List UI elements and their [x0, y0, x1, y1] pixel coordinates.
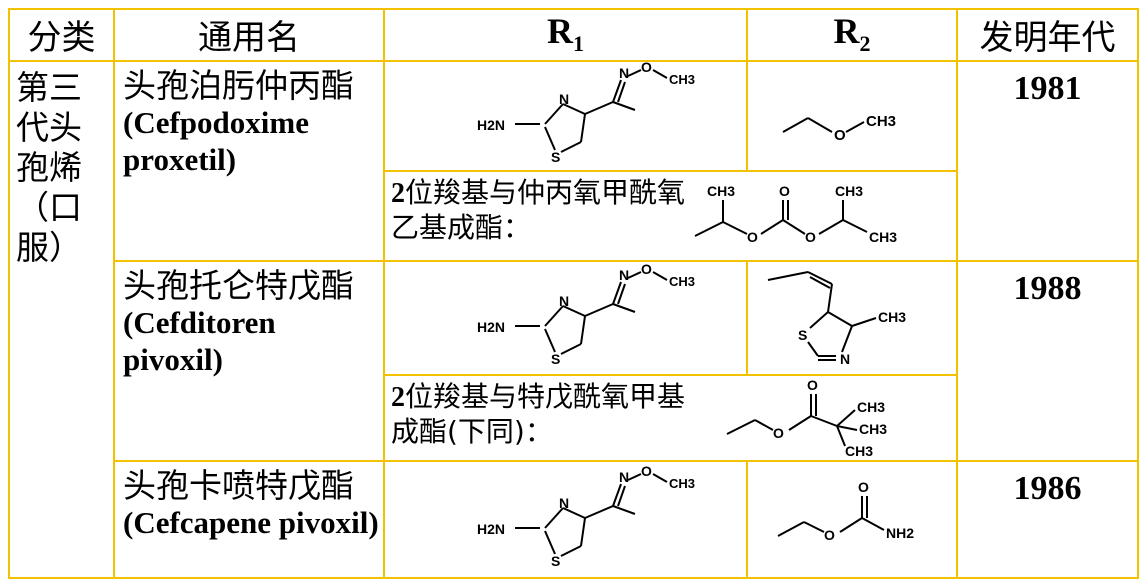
ester-note: 2位羧基与仲丙氧甲酰氧乙基成酯： [391, 176, 686, 245]
r2-n: N [840, 351, 850, 367]
r1-structure-cell: H2N N S N O CH3 [383, 259, 748, 377]
r1-h2n: H2N [477, 117, 505, 133]
r2-ch3: CH3 [878, 309, 906, 325]
r2-o-top: O [858, 479, 869, 495]
header-generic-name: 通用名 [113, 8, 385, 62]
category-cell: 第三代头孢烯（口服） [8, 60, 115, 579]
ester-note-cell: 2位羧基与仲丙氧甲酰氧乙基成酯： CH3 [383, 170, 958, 262]
r1-n-top: N [619, 267, 629, 283]
r1-ch3: CH3 [669, 72, 695, 87]
ester-o-top: O [807, 377, 818, 393]
name-en: (Cefditoren pivoxil) [123, 304, 276, 377]
ester-ch3-c: CH3 [869, 229, 897, 245]
ester-o-l: O [747, 229, 758, 245]
r1-ch3: CH3 [669, 476, 695, 491]
methoxyethyl-structure: O CH3 [782, 113, 896, 144]
generic-name-cell: 头孢托仑特戊酯(Cefditoren pivoxil) [113, 259, 385, 462]
year-cell: 1981 [956, 60, 1139, 262]
ester-note-cell: 2位羧基与特戊酰氧甲基成酯(下同)： O O [383, 374, 958, 462]
header-r2: R2 [746, 8, 958, 62]
table-row: 2位羧基与特戊酰氧甲基成酯(下同)： O O [9, 374, 1138, 462]
r1-h2n: H2N [477, 319, 505, 335]
proxetil-ester-structure: CH3 O CH3 O O CH3 [694, 183, 897, 245]
table-row: 头孢托仑特戊酯(Cefditoren pivoxil) [9, 259, 1139, 462]
r2-structure-cell: O O NH2 [746, 459, 958, 580]
table-row: 2位羧基与仲丙氧甲酰氧乙基成酯： CH3 [9, 170, 1138, 262]
ester-ch3-b: CH3 [835, 183, 863, 199]
r1-s: S [551, 553, 560, 569]
r2-o: O [834, 127, 846, 144]
r1-n-ring: N [559, 293, 569, 309]
r1-s: S [551, 351, 560, 367]
ester-o-top: O [779, 183, 790, 199]
header-category: 分类 [8, 8, 115, 62]
name-cn: 头孢卡喷特戊酯 [123, 465, 354, 505]
ester-note: 2位羧基与特戊酰氧甲基成酯(下同)： [391, 380, 686, 449]
r2-o: O [824, 527, 835, 543]
year-cell: 1988 [956, 259, 1139, 462]
aminothiazole-oxime-structure: H2N N S N O CH3 [477, 262, 695, 367]
aminothiazole-oxime-structure: H2N N S N O CH3 [477, 463, 695, 569]
r2-structure-cell: O CH3 [746, 59, 958, 173]
r1-o: O [641, 62, 652, 75]
name-en: (Cefcapene pivoxil) [123, 504, 379, 540]
carbamoyloxymethyl-structure: O O NH2 [777, 479, 914, 543]
r1-n-ring: N [559, 495, 569, 511]
name-cn: 头孢泊肟仲丙酯 [123, 66, 354, 105]
ester-o-r: O [805, 229, 816, 245]
table-row: 头孢卡喷特戊酯(Cefcapene pivoxil) [9, 459, 1139, 580]
pivoxil-ester-structure: O O CH3 CH3 CH3 [726, 377, 887, 458]
name-en: (Cefpodoxime proxetil) [123, 105, 309, 177]
year-cell: 1986 [956, 459, 1139, 580]
header-row: 分类 通用名 R1 R2 发明年代 [8, 8, 1139, 62]
cephalosporin-table: 分类 通用名 R1 R2 发明年代 第三代头孢烯（口服） 头孢泊肟仲丙酯 (Ce… [8, 8, 1139, 580]
r1-n-top: N [619, 65, 629, 81]
table-row: 第三代头孢烯（口服） 头孢泊肟仲丙酯 (Cefpodoxime proxetil… [8, 59, 1139, 579]
r1-o: O [641, 262, 652, 277]
name-cn: 头孢托仑特戊酯 [123, 265, 354, 305]
r1-s: S [551, 149, 560, 165]
r1-ch3: CH3 [669, 274, 695, 289]
ester-ch3-a: CH3 [707, 183, 735, 199]
ester-ch3-a: CH3 [857, 399, 885, 415]
ester-ch3-b: CH3 [859, 421, 887, 437]
methylthiazolyl-vinyl-structure: S CH3 N [767, 270, 906, 367]
r1-structure-cell: H2N N S N O CH3 [383, 59, 748, 173]
r1-n-ring: N [559, 91, 569, 107]
generic-name-cell: 头孢卡喷特戊酯(Cefcapene pivoxil) [113, 459, 385, 580]
header-r1: R1 [383, 8, 748, 62]
r2-nh2: NH2 [886, 525, 914, 541]
r2-s: S [798, 327, 807, 343]
r1-h2n: H2N [477, 521, 505, 537]
r1-n-top: N [619, 469, 629, 485]
r1-structure-cell: H2N N S N O CH3 [383, 459, 748, 580]
ester-ch3-c: CH3 [845, 443, 873, 458]
ester-o: O [773, 425, 784, 441]
r1-o: O [641, 463, 652, 479]
r2-ch3: CH3 [866, 113, 896, 130]
header-year: 发明年代 [956, 8, 1139, 62]
aminothiazole-oxime-structure: H2N N S N O CH3 [477, 62, 695, 165]
r2-structure-cell: S CH3 N [746, 259, 958, 377]
generic-name-cell: 头孢泊肟仲丙酯 (Cefpodoxime proxetil) [113, 60, 385, 262]
